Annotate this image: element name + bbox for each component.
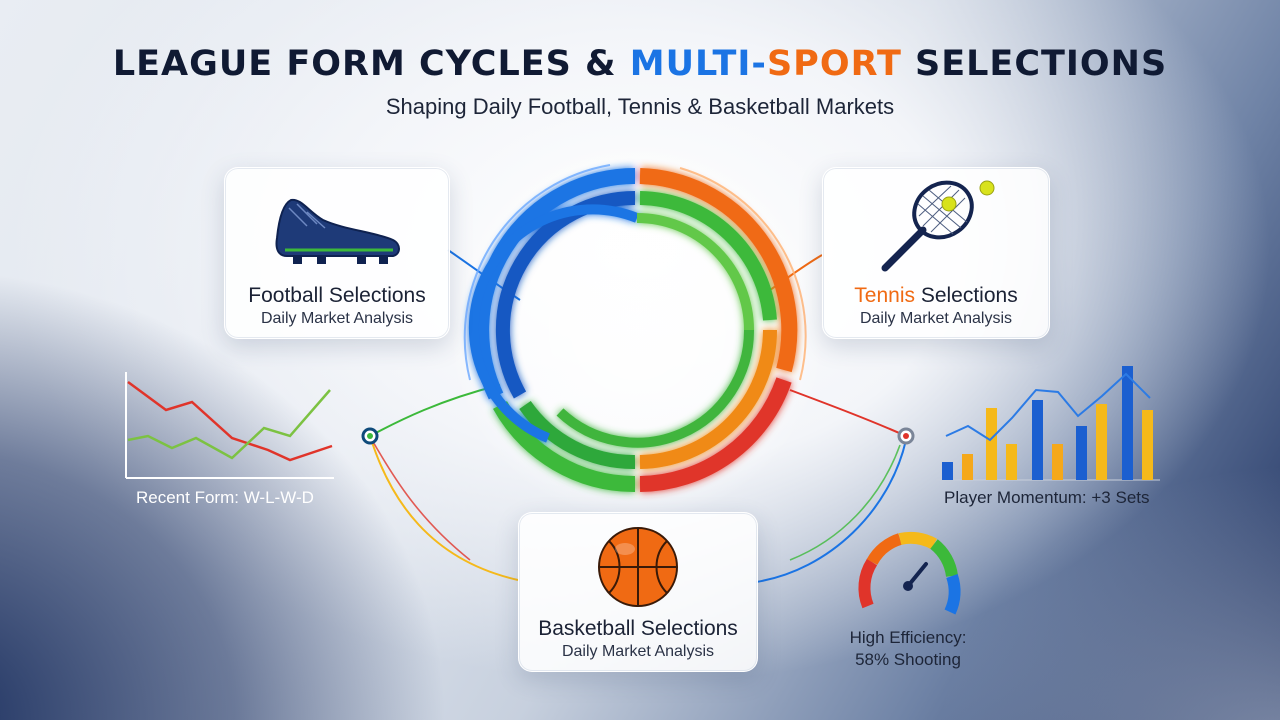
- gauge-hub: [903, 581, 913, 591]
- basketball-icon: [598, 527, 678, 607]
- gauge-segment-blue: [944, 574, 961, 615]
- basketball-card[interactable]: Basketball Selections Daily Market Analy…: [518, 512, 758, 672]
- gauge-segment-green: [930, 539, 958, 578]
- page-title: LEAGUE FORM CYCLES & MULTI-SPORT SELECTI…: [112, 44, 1168, 84]
- tennis-racket-icon: [881, 180, 995, 272]
- ring-swoosh-left: [463, 164, 611, 381]
- ring-outer-red: [639, 377, 792, 492]
- momentum-bar: [962, 454, 973, 480]
- ring-inner-blue: [468, 204, 639, 443]
- efficiency-label-line1: High Efficiency:: [849, 628, 967, 647]
- ring-swoosh-right: [679, 167, 807, 381]
- momentum-bar: [986, 408, 997, 480]
- page-subtitle: Shaping Daily Football, Tennis & Basketb…: [385, 94, 895, 119]
- tennis-card-title: Tennis Selections: [854, 284, 1018, 307]
- momentum-bar: [1076, 426, 1087, 480]
- ring-outer-green: [493, 401, 636, 493]
- momentum-bar: [1006, 444, 1017, 480]
- node-form-center: [367, 433, 373, 439]
- tennis-card[interactable]: Tennis Selections Daily Market Analysis: [822, 167, 1050, 339]
- connector-form-lower: [369, 435, 519, 581]
- momentum-bar: [942, 462, 953, 480]
- football-boot-icon: [275, 198, 400, 264]
- momentum-bar: [1032, 400, 1043, 480]
- momentum-bar: [1122, 366, 1133, 480]
- momentum-trend-line: [945, 372, 1151, 442]
- gauge-segment-yellow: [898, 531, 937, 550]
- recent-form-line-green: [127, 389, 331, 460]
- connector-form: [369, 384, 501, 437]
- ring-middle-green: [639, 191, 777, 321]
- football-card[interactable]: Football Selections Daily Market Analysi…: [224, 167, 450, 339]
- basketball-card-subtitle: Daily Market Analysis: [561, 643, 715, 660]
- ring-middle-orange: [639, 329, 777, 469]
- ring-outer-orange: [639, 168, 798, 373]
- node-momentum-center: [903, 433, 909, 439]
- gauge-segment-orange: [866, 533, 903, 566]
- connector-form-red: [371, 439, 471, 561]
- ring-middle-green-low: [519, 400, 636, 470]
- connector-momentum-green: [789, 444, 901, 561]
- momentum-bar: [1052, 444, 1063, 480]
- football-card-title: Football Selections: [248, 284, 426, 307]
- connector-momentum: [789, 389, 907, 437]
- basketball-card-title: Basketball Selections: [538, 617, 738, 640]
- recent-form-line-red: [127, 380, 333, 462]
- ring-middle-blue: [495, 191, 636, 399]
- ring-inner-green: [636, 213, 754, 331]
- momentum-bar: [1096, 404, 1107, 480]
- tennis-card-subtitle: Daily Market Analysis: [859, 310, 1013, 327]
- connector-basketball: [755, 439, 907, 583]
- ring-inner-green-low: [556, 329, 755, 448]
- momentum-bar: [1142, 410, 1153, 480]
- player-momentum-label: Player Momentum: +3 Sets: [944, 488, 1150, 507]
- efficiency-label-line2: 58% Shooting: [855, 650, 961, 669]
- football-card-subtitle: Daily Market Analysis: [260, 310, 414, 327]
- gauge-segment-red: [858, 558, 878, 609]
- efficiency-label: High Efficiency: 58% Shooting: [845, 627, 971, 671]
- recent-form-label: Recent Form: W-L-W-D: [136, 488, 314, 507]
